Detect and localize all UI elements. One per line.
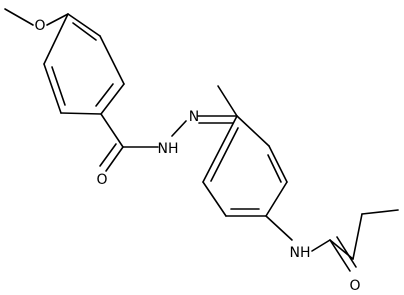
hydrazide-nh-label: NH bbox=[158, 141, 179, 157]
amide-side-chain bbox=[265, 209, 399, 272]
ether-oxygen-label: O bbox=[34, 18, 45, 34]
carbonyl-oxygen-right-label: O bbox=[349, 278, 360, 294]
hydrazone-linkage bbox=[171, 85, 238, 137]
methoxy-group bbox=[4, 8, 69, 26]
imine-n-label: N bbox=[189, 109, 199, 125]
left-benzene-ring bbox=[43, 13, 125, 115]
hydrazide-carbonyl bbox=[99, 113, 159, 172]
right-benzene-ring bbox=[202, 115, 288, 217]
amide-nh-label: NH bbox=[290, 245, 311, 261]
carbonyl-oxygen-left-label: O bbox=[96, 172, 107, 188]
